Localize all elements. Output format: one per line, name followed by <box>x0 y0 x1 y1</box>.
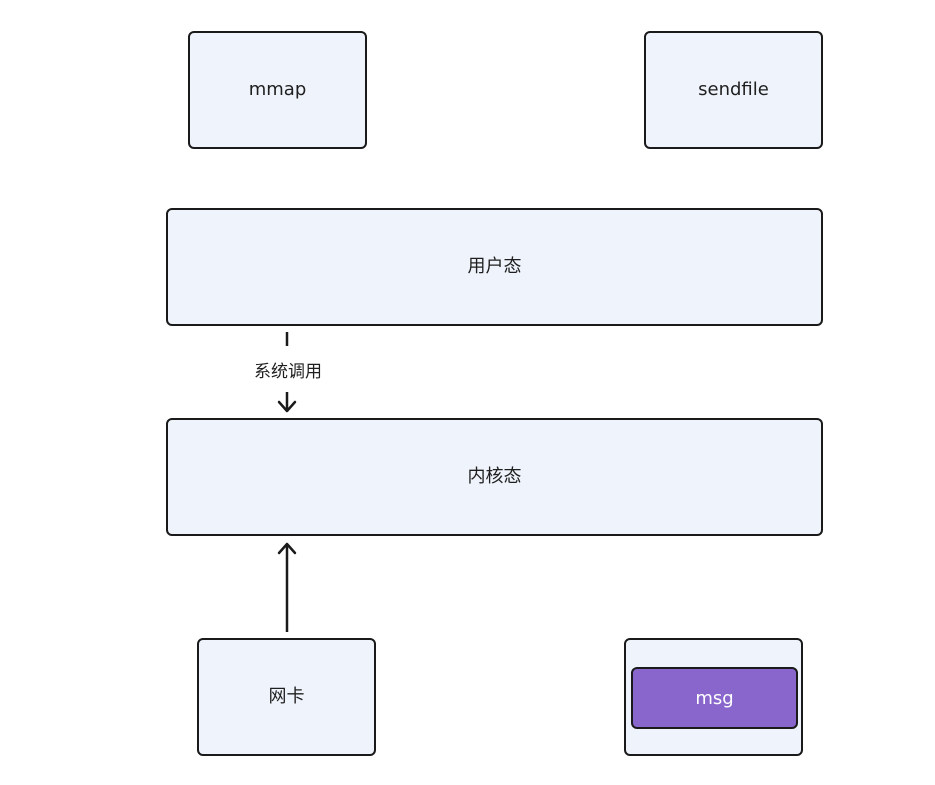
nic-node[interactable]: 网卡 <box>197 638 376 756</box>
kernel-space-label: 内核态 <box>467 466 522 487</box>
msg-container-node[interactable]: msg <box>624 638 803 756</box>
mmap-node[interactable]: mmap <box>188 31 367 149</box>
sendfile-label: sendfile <box>698 79 769 100</box>
mmap-label: mmap <box>248 79 307 100</box>
syscall-arrowhead-down <box>277 400 297 413</box>
user-space-node[interactable]: 用户态 <box>166 208 823 326</box>
msg-node[interactable]: msg <box>631 667 798 729</box>
kernel-space-node[interactable]: 内核态 <box>166 418 823 536</box>
nic-arrowhead-up <box>277 542 297 555</box>
msg-label: msg <box>695 687 734 709</box>
sendfile-node[interactable]: sendfile <box>644 31 823 149</box>
user-space-label: 用户态 <box>467 256 522 277</box>
nic-label: 网卡 <box>268 686 305 707</box>
syscall-edge-label: 系统调用 <box>236 360 340 384</box>
